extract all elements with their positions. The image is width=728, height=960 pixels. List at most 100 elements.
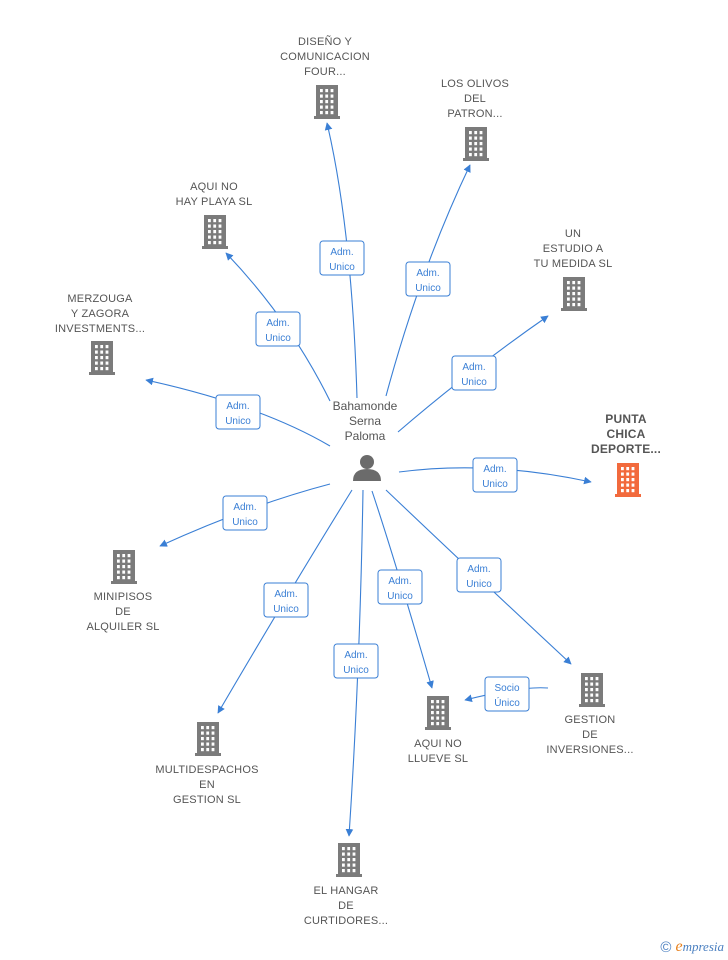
company-name-line[interactable]: DEPORTE...: [591, 442, 661, 456]
company-name-line[interactable]: EL HANGAR: [314, 885, 379, 897]
building-icon[interactable]: [314, 85, 340, 119]
company-name-line[interactable]: ESTUDIO A: [543, 243, 604, 255]
edge-label-diseno[interactable]: Adm. Unico: [319, 240, 365, 276]
company-node-olivos[interactable]: LOS OLIVOS DEL PATRON...: [441, 78, 509, 161]
building-icon[interactable]: [195, 722, 221, 756]
company-name-line[interactable]: FOUR...: [304, 66, 346, 78]
copyright-symbol: ©: [660, 938, 672, 956]
company-name-line[interactable]: GESTION: [565, 714, 616, 726]
company-name-line[interactable]: DEL: [464, 93, 486, 105]
company-name-line[interactable]: TU MEDIDA SL: [534, 258, 613, 270]
company-node-merzouga[interactable]: MERZOUGA Y ZAGORA INVESTMENTS...: [55, 293, 145, 375]
edge-label-llueve[interactable]: Adm. Unico: [377, 569, 423, 605]
company-node-multi[interactable]: MULTIDESPACHOS EN GESTION SL: [155, 722, 258, 806]
edge-label-line: Adm.: [233, 502, 256, 513]
edge-label-line: Unico: [265, 333, 291, 344]
company-name-line[interactable]: HAY PLAYA SL: [176, 196, 253, 208]
edge-label-line: Adm.: [344, 650, 367, 661]
company-name-line[interactable]: PATRON...: [447, 108, 502, 120]
brand-initial: e: [675, 938, 683, 955]
company-name-line[interactable]: CHICA: [607, 427, 646, 441]
company-name-line[interactable]: MULTIDESPACHOS: [155, 764, 258, 776]
company-name-line[interactable]: CURTIDORES...: [304, 915, 388, 927]
edge-label-punta[interactable]: Adm. Unico: [472, 457, 518, 493]
watermark: © empresia: [660, 938, 724, 956]
company-name-line[interactable]: DE: [115, 606, 131, 618]
company-name-line[interactable]: COMUNICACION: [280, 51, 370, 63]
edge-label-line: Adm.: [467, 564, 490, 575]
company-node-hangar[interactable]: EL HANGAR DE CURTIDORES...: [304, 843, 388, 927]
company-name-line[interactable]: Y ZAGORA: [71, 308, 130, 320]
edge-label-line: Adm.: [330, 247, 353, 258]
company-name-line[interactable]: DE: [338, 900, 354, 912]
company-node-gestion[interactable]: GESTION DE INVERSIONES...: [546, 673, 633, 756]
edge-label-estudio[interactable]: Adm. Unico: [451, 355, 497, 391]
person-name-line[interactable]: Bahamonde: [333, 399, 398, 413]
company-name-line[interactable]: GESTION SL: [173, 794, 241, 806]
building-icon[interactable]: [89, 341, 115, 375]
person-icon[interactable]: [353, 455, 381, 481]
edge-label-line: Único: [494, 696, 520, 709]
company-name-line[interactable]: DE: [582, 729, 598, 741]
company-node-estudio[interactable]: UN ESTUDIO A TU MEDIDA SL: [534, 228, 613, 311]
edge-labels-layer: Adm.UnicoAdm.UnicoAdm.UnicoAdm.UnicoAdm.…: [215, 240, 530, 712]
company-node-minipisos[interactable]: MINIPISOS DE ALQUILER SL: [86, 550, 159, 633]
company-node-playa[interactable]: AQUI NO HAY PLAYA SL: [176, 181, 253, 249]
edge-label-line: Adm.: [388, 576, 411, 587]
company-name-line[interactable]: LOS OLIVOS: [441, 78, 509, 90]
edge-label-line: Adm.: [462, 362, 485, 373]
company-name-line[interactable]: UN: [565, 228, 581, 240]
building-icon[interactable]: [561, 277, 587, 311]
edge-label-minipisos[interactable]: Adm.Unico: [222, 495, 268, 531]
building-icon[interactable]: [615, 463, 641, 497]
brand-name: mpresia: [682, 939, 724, 954]
building-icon[interactable]: [463, 127, 489, 161]
building-icon[interactable]: [336, 843, 362, 877]
company-name-line[interactable]: EN: [199, 779, 215, 791]
company-node-llueve[interactable]: AQUI NO LLUEVE SL: [408, 696, 469, 765]
company-name-line[interactable]: ALQUILER SL: [86, 621, 159, 633]
building-icon[interactable]: [579, 673, 605, 707]
company-name-line[interactable]: INVESTMENTS...: [55, 323, 145, 335]
edge-label-line: Unico: [273, 604, 299, 615]
building-icon[interactable]: [111, 550, 137, 584]
edge-label-merzouga[interactable]: Adm. Unico: [215, 394, 261, 430]
company-node-punta[interactable]: PUNTACHICADEPORTE...: [591, 412, 661, 497]
edge-label-olivos[interactable]: Adm. Unico: [405, 261, 451, 297]
edge-label-line: Unico: [466, 579, 492, 590]
person-name-line[interactable]: Serna: [349, 414, 381, 428]
edge-label-line: Unico: [225, 416, 251, 427]
company-name-line[interactable]: MINIPISOS: [94, 591, 153, 603]
edge-label-line: Unico: [461, 377, 487, 388]
edge-label-line: Unico: [329, 262, 355, 273]
edge-label-line: Unico: [482, 479, 508, 490]
company-name-line[interactable]: INVERSIONES...: [546, 744, 633, 756]
company-name-line[interactable]: DISEÑO Y: [298, 35, 352, 48]
edge-label-gestion[interactable]: Adm. Unico: [456, 557, 502, 593]
company-name-line[interactable]: PUNTA: [605, 412, 647, 426]
edge-label-line: Adm.: [266, 318, 289, 329]
brand-logo: empresia: [675, 938, 724, 956]
edge-label-line: Socio: [494, 683, 519, 694]
edge-label-playa[interactable]: Adm. Unico: [255, 311, 301, 347]
company-name-line[interactable]: AQUI NO: [414, 738, 462, 750]
building-icon[interactable]: [425, 696, 451, 730]
edge-label-hangar[interactable]: Adm. Unico: [333, 643, 379, 679]
edge-label-line: Adm.: [416, 268, 439, 279]
edge-label-line: Adm.: [226, 401, 249, 412]
company-name-line[interactable]: MERZOUGA: [67, 293, 133, 305]
edge-label-line: Unico: [415, 283, 441, 294]
company-name-line[interactable]: LLUEVE SL: [408, 753, 469, 765]
company-node-diseno[interactable]: DISEÑO Y COMUNICACION FOUR...: [280, 35, 370, 119]
person-name-line[interactable]: Paloma: [345, 429, 386, 443]
edge-label-multi[interactable]: Adm.Unico: [263, 582, 309, 618]
building-icon[interactable]: [202, 215, 228, 249]
edge-label-line: Unico: [343, 665, 369, 676]
edge-label-line: Unico: [387, 591, 413, 602]
company-name-line[interactable]: AQUI NO: [190, 181, 238, 193]
edge-label-line: Adm.: [483, 464, 506, 475]
